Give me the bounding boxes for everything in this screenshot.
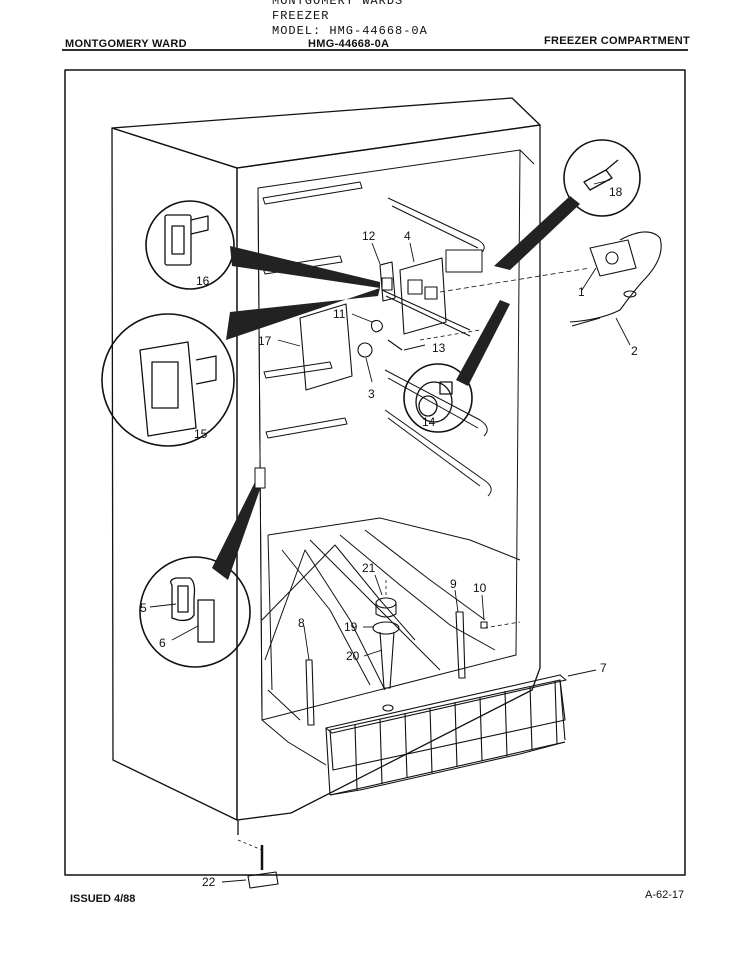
- callout-9: 9: [450, 577, 457, 591]
- callout-labels: 1 2 3 4 5 6 7 8 9 10 11 12 13 14 15 16 1…: [140, 185, 638, 889]
- drain-assembly: [372, 580, 400, 712]
- callout-10: 10: [473, 581, 487, 595]
- basket-supports: [305, 611, 521, 726]
- inset-16-bulb-socket: [145, 200, 235, 290]
- inset-18-light-switch: [563, 139, 641, 217]
- callout-16: 16: [196, 274, 210, 288]
- leader-lines: [149, 179, 631, 883]
- inset-15-switch: [101, 313, 235, 447]
- leveling-leg: [237, 839, 279, 889]
- diagram-frame: [64, 69, 686, 876]
- inset-5-6-door-switch-parts: [139, 556, 251, 668]
- callout-4: 4: [404, 229, 411, 243]
- callout-7: 7: [600, 661, 607, 675]
- shelf-rails: [261, 181, 496, 721]
- callout-14: 14: [422, 415, 436, 429]
- page-code: A-62-17: [645, 889, 685, 901]
- callout-3: 3: [368, 387, 375, 401]
- typed-header-line-3: MODEL: HMG-44668-0A: [272, 24, 428, 38]
- freezer-cabinet: [111, 97, 541, 835]
- callout-17: 17: [258, 334, 272, 348]
- control-panel-assembly: [299, 249, 591, 391]
- inset-14-thermostat-knob: [403, 363, 473, 433]
- callout-19: 19: [344, 620, 358, 634]
- callout-13: 13: [432, 341, 446, 355]
- model-label: HMG-44668-0A: [308, 38, 390, 50]
- callout-12: 12: [362, 229, 376, 243]
- door-switch-opening: [254, 467, 266, 489]
- callout-2: 2: [631, 344, 638, 358]
- inset-connector-wedges: [212, 196, 580, 580]
- timer-and-cord: [569, 231, 662, 327]
- callout-20: 20: [346, 649, 360, 663]
- typed-header-line-2: FREEZER: [272, 9, 330, 23]
- brand-label: MONTGOMERY WARD: [65, 38, 187, 50]
- section-title: FREEZER COMPARTMENT: [544, 35, 691, 47]
- typed-header-line-1: MONTGOMERY WARDS: [272, 0, 404, 8]
- freezer-basket: [325, 674, 567, 796]
- callout-22: 22: [202, 875, 216, 889]
- callout-15: 15: [194, 427, 208, 441]
- callout-8: 8: [298, 616, 305, 630]
- callout-5: 5: [140, 601, 147, 615]
- callout-21: 21: [362, 561, 376, 575]
- callout-11: 11: [333, 307, 346, 321]
- callout-18: 18: [609, 185, 623, 199]
- issued-date: ISSUED 4/88: [70, 893, 136, 905]
- callout-6: 6: [159, 636, 166, 650]
- callout-1: 1: [578, 285, 585, 299]
